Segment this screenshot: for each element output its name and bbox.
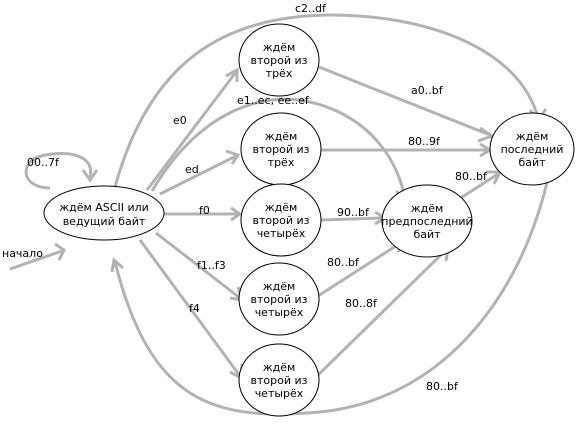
node-second-of-three-e0-line-3: трёх xyxy=(266,67,293,80)
edge-start-to-f1f3-label: f1..f3 xyxy=(197,259,226,272)
node-last-byte-line-2: последний xyxy=(501,143,564,156)
node-penultimate-byte-line-1: ждём xyxy=(411,202,444,215)
node-second-of-four-f4-shape xyxy=(238,343,320,417)
edge-last-to-start xyxy=(113,177,550,416)
node-penultimate-byte: ждём предпоследний байт xyxy=(381,184,473,258)
edge-start-to-e0 xyxy=(145,71,238,191)
edge-last-to-start-arrowhead xyxy=(110,257,124,273)
edge-f4-to-penultimate-label: 80..8f xyxy=(345,297,378,310)
edge-start-to-penultimate-label: e1..ec, ee..ef xyxy=(237,94,310,107)
node-second-of-four-f4: ждём второй из четырёх xyxy=(238,343,320,417)
edge-f1f3-to-penultimate-label: 80..bf xyxy=(327,256,360,269)
edge-penultimate-to-last xyxy=(455,172,499,203)
edge-start-to-last xyxy=(113,13,540,188)
node-second-of-four-f1f3: ждём второй из четырёх xyxy=(238,262,320,336)
edge-start-to-e0-label: e0 xyxy=(173,114,187,127)
node-second-of-four-f1f3-shape xyxy=(238,262,320,336)
entry-edge xyxy=(9,249,63,271)
entry-edge-arrowhead xyxy=(54,242,66,261)
node-second-of-four-f4-line-3: четырёх xyxy=(255,387,304,400)
edge-f4-to-penultimate xyxy=(315,248,448,378)
entry-label: начало xyxy=(2,247,43,260)
edge-start-to-f0-arrowhead xyxy=(230,206,243,222)
edge-start-to-f4-label: f4 xyxy=(189,302,200,315)
self-loop-edge xyxy=(24,152,93,190)
node-second-of-three-ed-line-2: второй из xyxy=(253,143,310,156)
edge-start-to-ed xyxy=(159,154,237,196)
node-start-state-line-2: ведущий байт xyxy=(63,215,146,228)
edge-e0-to-last xyxy=(318,65,491,137)
edge-start-to-ed-arrowhead xyxy=(225,149,241,165)
node-second-of-three-e0-shape xyxy=(238,23,320,97)
node-second-of-four-f0-line-3: четырёх xyxy=(257,227,306,240)
node-second-of-three-e0: ждём второй из трёх xyxy=(238,23,320,97)
node-second-of-three-ed: ждём второй из трёх xyxy=(240,112,322,186)
node-second-of-four-f4-line-1: ждём xyxy=(263,361,296,374)
edge-penultimate-to-last-label: 80..bf xyxy=(455,170,488,183)
edge-ed-to-last-label: 80..9f xyxy=(408,135,441,148)
node-last-byte-line-3: байт xyxy=(518,156,546,169)
node-last-byte-shape xyxy=(489,112,575,186)
edge-start-to-f4 xyxy=(138,239,242,377)
edge-start-to-ed-label: ed xyxy=(185,163,199,176)
node-second-of-four-f1f3-line-1: ждём xyxy=(263,280,296,293)
node-start-state-shape xyxy=(43,185,165,241)
node-start-state: ждём ASCII или ведущий байт xyxy=(43,185,165,241)
node-second-of-three-ed-line-3: трёх xyxy=(268,156,295,169)
node-second-of-four-f0-line-1: ждём xyxy=(265,201,298,214)
node-second-of-four-f1f3-line-3: четырёх xyxy=(255,306,304,319)
node-start-state-line-1: ждём ASCII или xyxy=(59,201,149,214)
node-second-of-four-f4-line-2: второй из xyxy=(251,374,308,387)
edge-f0-to-penultimate xyxy=(320,216,383,222)
edge-last-to-start-label: 80..bf xyxy=(426,380,459,393)
node-second-of-three-ed-line-1: ждём xyxy=(265,130,298,143)
node-second-of-three-e0-line-2: второй из xyxy=(251,54,308,67)
edge-e0-to-last-label: a0..bf xyxy=(411,84,444,97)
self-loop-label: 00..7f xyxy=(27,156,60,169)
edge-e0-to-last-arrowhead xyxy=(477,126,496,143)
edge-f1f3-to-penultimate xyxy=(317,240,403,298)
node-second-of-three-e0-line-1: ждём xyxy=(263,41,296,54)
node-penultimate-byte-line-2: предпоследний xyxy=(381,215,472,228)
edge-start-to-e0-arrowhead xyxy=(225,67,239,82)
self-loop-arrowhead xyxy=(81,169,99,183)
node-penultimate-byte-line-3: байт xyxy=(413,228,441,241)
node-second-of-four-f0-shape xyxy=(240,183,322,257)
node-second-of-four-f0: ждём второй из четырёх xyxy=(240,183,322,257)
node-penultimate-byte-shape xyxy=(381,184,473,258)
edge-start-to-f0-label: f0 xyxy=(199,204,210,217)
node-last-byte-line-1: ждём xyxy=(516,130,549,143)
node-second-of-four-f0-line-2: второй из xyxy=(253,214,310,227)
edge-start-to-penultimate xyxy=(150,97,407,199)
edge-f0-to-penultimate-label: 90..bf xyxy=(337,206,370,219)
edge-start-to-last-label: c2..df xyxy=(295,2,327,15)
edge-start-to-f1f3 xyxy=(155,231,241,300)
node-second-of-four-f1f3-line-2: второй из xyxy=(251,293,308,306)
node-last-byte: ждём последний байт xyxy=(489,112,575,186)
